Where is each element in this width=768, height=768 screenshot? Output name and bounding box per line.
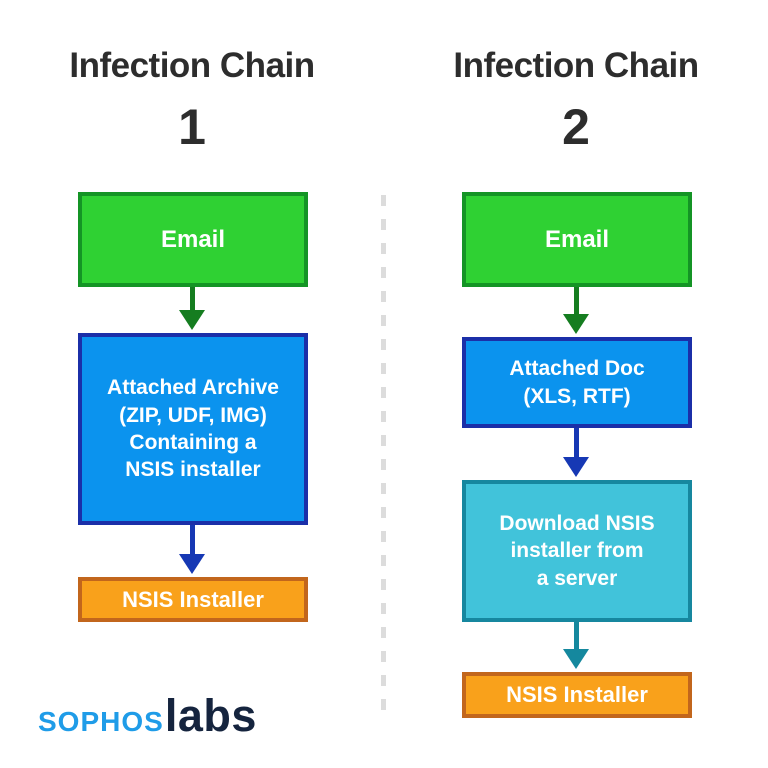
chain-2-step-download-installer: Download NSIS installer from a server	[462, 480, 692, 622]
chain-2-step-attached-doc-label: Attached Doc (XLS, RTF)	[509, 357, 645, 408]
chain-1-step-attached-archive: Attached Archive (ZIP, UDF, IMG) Contain…	[78, 333, 308, 525]
arrow-stem	[573, 287, 579, 314]
chain-2-step-email-label: Email	[544, 225, 610, 253]
chain-1-number: 1	[178, 99, 206, 155]
chain-1-step-email: Email	[78, 192, 308, 287]
arrow-head-icon	[179, 310, 205, 330]
logo-sophos-text: SOPHOS	[38, 706, 164, 737]
chain-1-arrow-down-1	[179, 287, 205, 330]
dashed-divider-line	[381, 195, 386, 711]
arrow-head-icon	[179, 554, 205, 574]
chain-2-step-download-installer-label: Download NSIS installer from a server	[499, 512, 655, 590]
arrow-stem	[573, 622, 579, 649]
logo-labs-text: labs	[164, 690, 257, 741]
arrow-head-icon	[563, 649, 589, 669]
chain-2-arrow-down-1	[563, 287, 589, 334]
arrow-stem	[573, 428, 579, 457]
chain-1-step-nsis-installer: NSIS Installer	[78, 577, 308, 622]
chain-1-title: Infection Chain	[69, 46, 315, 85]
chain-2-arrow-down-3	[563, 622, 589, 669]
chain-2-step-nsis-installer: NSIS Installer	[462, 672, 692, 718]
chain-1-step-email-label: Email	[160, 225, 226, 253]
chain-2-number: 2	[562, 99, 590, 155]
chain-1-step-nsis-installer-label: NSIS Installer	[122, 586, 264, 612]
arrow-stem	[189, 287, 195, 310]
chain-2-step-nsis-installer-label: NSIS Installer	[506, 682, 648, 707]
chain-1-step-attached-archive-label: Attached Archive (ZIP, UDF, IMG) Contain…	[107, 376, 279, 482]
chain-2-step-email: Email	[462, 192, 692, 287]
chain-1-arrow-down-2	[179, 525, 205, 574]
sophoslabs-logo: SOPHOS labs	[38, 690, 257, 742]
chain-2-title: Infection Chain	[453, 46, 699, 85]
arrow-head-icon	[563, 457, 589, 477]
arrow-head-icon	[563, 314, 589, 334]
chain-2-arrow-down-2	[563, 428, 589, 477]
chain-2-step-attached-doc: Attached Doc (XLS, RTF)	[462, 337, 692, 428]
arrow-stem	[189, 525, 195, 554]
